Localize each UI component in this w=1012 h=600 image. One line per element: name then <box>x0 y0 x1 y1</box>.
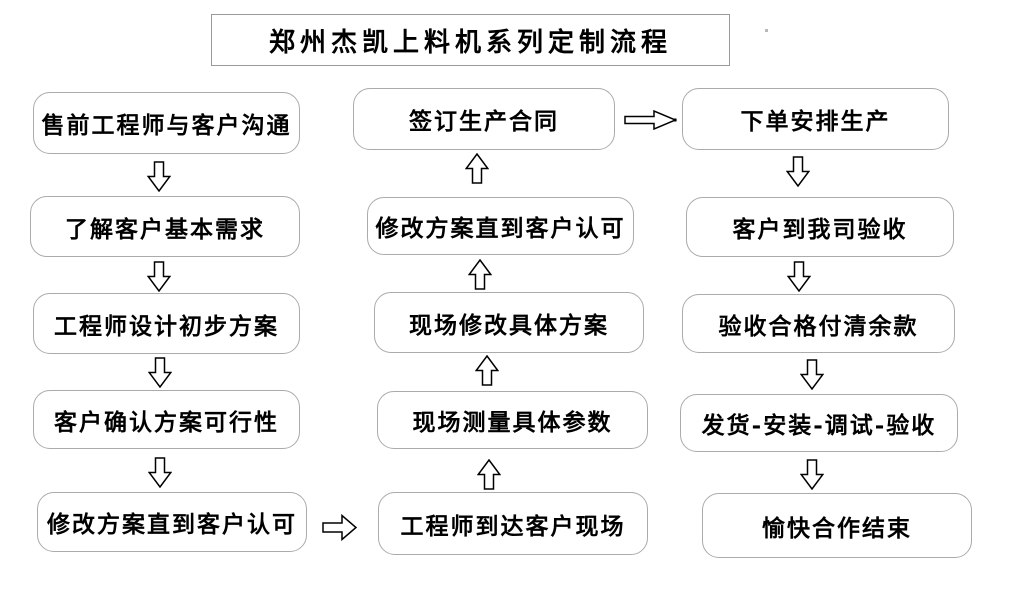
node-right-2: 客户到我司验收 <box>686 197 954 257</box>
down-arrow-icon <box>147 357 173 389</box>
node-middle-4: 现场测量具体参数 <box>377 391 648 449</box>
up-arrow-icon <box>464 152 490 184</box>
node-right-1: 下单安排生产 <box>682 88 949 150</box>
down-arrow-icon <box>799 359 825 391</box>
node-middle-2: 修改方案直到客户认可 <box>367 197 634 255</box>
up-arrow-icon <box>476 458 502 490</box>
down-arrow-icon <box>147 457 173 489</box>
stray-dot <box>765 29 768 32</box>
node-left-3: 工程师设计初步方案 <box>33 293 300 354</box>
title-box: 郑州杰凯上料机系列定制流程 <box>211 14 730 66</box>
down-arrow-icon <box>799 459 825 491</box>
node-middle-5: 工程师到达客户现场 <box>378 492 648 555</box>
down-arrow-icon <box>146 261 172 293</box>
right-arrow-icon <box>624 109 678 131</box>
node-right-3: 验收合格付清余款 <box>682 294 955 353</box>
node-right-4: 发货-安装-调试-验收 <box>680 394 958 452</box>
node-left-1: 售前工程师与客户沟通 <box>33 92 300 154</box>
down-arrow-icon <box>146 161 172 193</box>
node-left-2: 了解客户基本需求 <box>30 196 300 257</box>
node-right-5: 愉快合作结束 <box>702 493 972 558</box>
node-middle-3: 现场修改具体方案 <box>374 292 644 353</box>
down-arrow-icon <box>786 261 812 293</box>
page-title: 郑州杰凯上料机系列定制流程 <box>268 27 672 58</box>
up-arrow-icon <box>474 354 500 386</box>
node-left-5: 修改方案直到客户认可 <box>37 492 307 552</box>
up-arrow-icon <box>467 258 493 290</box>
node-middle-1: 签订生产合同 <box>353 88 615 150</box>
down-arrow-icon <box>785 156 811 188</box>
right-arrow-icon <box>322 513 358 542</box>
node-left-4: 客户确认方案可行性 <box>33 390 300 449</box>
